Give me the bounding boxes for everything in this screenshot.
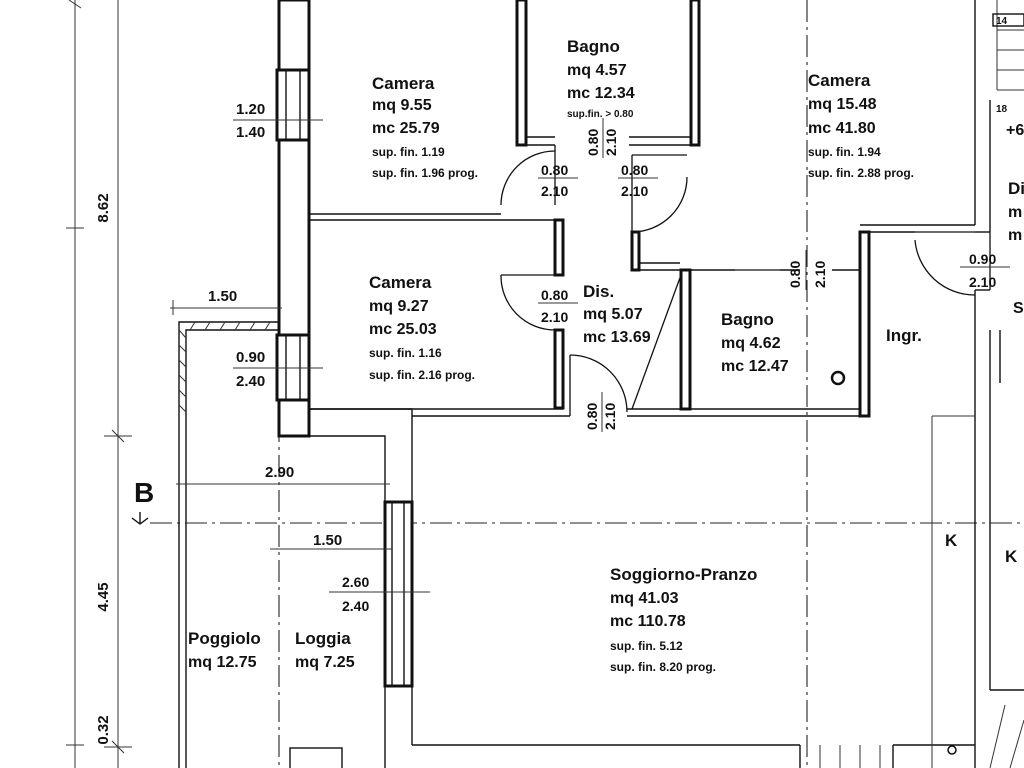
door-camera-tl-width: 0.80 (541, 162, 568, 178)
room-bagno-top: Bagno mq 4.57 mc 12.34 sup.fin. > 0.80 (567, 37, 635, 120)
door-dis-bottom-height: 2.10 (602, 403, 618, 430)
dim-150-loggia: 1.50 (313, 532, 342, 549)
axis-lines (150, 0, 1024, 768)
room-name: Dis. (583, 282, 614, 301)
kitchen-label-1: K (945, 531, 958, 550)
room-sup-2: sup. fin. 1.96 prog. (372, 166, 478, 180)
partial-plus-label: +6 (1006, 122, 1024, 139)
vertical-dim-445: 4.45 (95, 582, 112, 611)
room-area: mq 7.25 (295, 654, 355, 671)
room-name: Camera (369, 273, 432, 292)
door-camera-mid-width: 0.80 (541, 287, 568, 303)
room-volume: mc 12.47 (721, 358, 789, 375)
room-volume: mc 13.69 (583, 329, 651, 346)
window-left-mid-width: 0.90 (236, 349, 265, 366)
room-name: Camera (808, 71, 871, 90)
room-name: Loggia (295, 629, 351, 648)
floor-drain-icon (830, 370, 846, 386)
door-bagno-mid-width: 0.80 (787, 261, 803, 288)
room-name: Camera (372, 74, 435, 93)
room-poggiolo: Poggiolo mq 12.75 (188, 629, 261, 671)
room-area: mq 4.62 (721, 335, 781, 352)
room-volume: mc 41.80 (808, 120, 876, 137)
room-area: mq 9.55 (372, 97, 432, 114)
room-sup-2: sup. fin. 2.88 prog. (808, 166, 914, 180)
kitchen-label-2: K (1005, 547, 1018, 566)
room-area: mq 15.48 (808, 96, 877, 113)
door-bagno-top-height: 2.10 (603, 129, 619, 156)
door-swings (500, 145, 991, 416)
dim-290: 2.90 (265, 464, 294, 481)
room-line-2: m (1008, 227, 1022, 244)
vertical-dim-032: 0.32 (95, 715, 112, 744)
room-camera-mid: Camera mq 9.27 mc 25.03 sup. fin. 1.16 s… (369, 273, 475, 382)
room-right-partial: Di m m (1008, 179, 1024, 244)
room-name: Poggiolo (188, 629, 261, 648)
room-volume: mc 12.34 (567, 85, 635, 102)
window-left-top-width: 1.20 (236, 101, 265, 118)
vertical-dimension-chain (66, 0, 132, 768)
door-entry-height: 2.10 (969, 274, 996, 290)
room-area: mq 4.57 (567, 62, 627, 79)
room-area: mq 9.27 (369, 298, 429, 315)
room-sup-1: sup. fin. 1.16 (369, 346, 442, 360)
room-bagno-mid: Bagno mq 4.62 mc 12.47 (721, 310, 789, 375)
window-left-mid-height: 2.40 (236, 373, 265, 390)
drain-icon-bottom (947, 745, 957, 755)
room-volume: mc 25.79 (372, 120, 440, 137)
door-bagno-mid-height: 2.10 (812, 261, 828, 288)
poggiolo-outline (178, 321, 279, 768)
room-loggia: Loggia mq 7.25 (295, 629, 355, 671)
room-disimpegno: Dis. mq 5.07 mc 13.69 (583, 282, 651, 346)
dim-150-top: 1.50 (208, 288, 237, 305)
room-soggiorno-pranzo: Soggiorno-Pranzo mq 41.03 mc 110.78 sup.… (610, 565, 757, 674)
room-area: mq 41.03 (610, 590, 679, 607)
section-arrow-icon (131, 512, 149, 525)
window-loggia-width: 2.60 (342, 574, 369, 590)
window-left-top-height: 1.40 (236, 124, 265, 141)
door-bagno-top-width: 0.80 (585, 129, 601, 156)
room-sup-1: sup. fin. 1.94 (808, 145, 881, 159)
room-sup-1: sup.fin. > 0.80 (567, 109, 634, 120)
room-volume: mc 25.03 (369, 321, 437, 338)
door-camera-tl-height: 2.10 (541, 183, 568, 199)
room-area: mq 5.07 (583, 306, 643, 323)
vertical-dim-862: 8.62 (95, 193, 112, 222)
room-name: Di (1008, 179, 1024, 198)
room-camera-top-right: Camera mq 15.48 mc 41.80 sup. fin. 1.94 … (808, 71, 914, 180)
room-camera-top-left: Camera mq 9.55 mc 25.79 sup. fin. 1.19 s… (372, 74, 478, 180)
partial-s-label: S (1013, 300, 1024, 317)
room-area: mq 12.75 (188, 654, 257, 671)
section-label-b: B (134, 477, 154, 508)
walls (277, 0, 1024, 768)
window-left-top (275, 68, 311, 142)
door-bagno-top-b-height: 2.10 (621, 183, 648, 199)
room-sup-2: sup. fin. 8.20 prog. (610, 660, 716, 674)
room-ingresso-name: Ingr. (886, 326, 922, 345)
room-line-1: m (1008, 204, 1022, 221)
room-name: Soggiorno-Pranzo (610, 565, 757, 584)
window-loggia-height: 2.40 (342, 598, 369, 614)
door-dis-bottom-width: 0.80 (584, 403, 600, 430)
room-sup-1: sup. fin. 1.19 (372, 145, 445, 159)
room-volume: mc 110.78 (610, 613, 686, 630)
room-sup-2: sup. fin. 2.16 prog. (369, 368, 475, 382)
stair-number-14: 14 (996, 16, 1008, 27)
room-name: Bagno (567, 37, 620, 56)
door-entry-width: 0.90 (969, 251, 996, 267)
horizontal-dimension-lines (170, 119, 430, 593)
stair-number-18: 18 (996, 104, 1008, 115)
room-sup-1: sup. fin. 5.12 (610, 639, 683, 653)
door-camera-mid-height: 2.10 (541, 309, 568, 325)
door-bagno-top-b-width: 0.80 (621, 162, 648, 178)
room-name: Bagno (721, 310, 774, 329)
